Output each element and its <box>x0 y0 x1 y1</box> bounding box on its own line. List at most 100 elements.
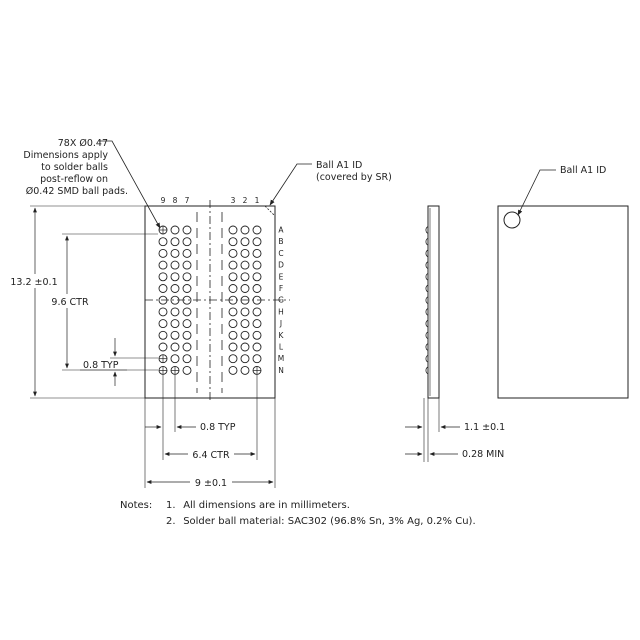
solder-ball <box>252 354 262 364</box>
row-label: L <box>279 343 284 352</box>
solder-ball <box>158 237 168 247</box>
column-label: 9 <box>161 196 166 205</box>
solder-ball <box>228 284 238 293</box>
side-ball <box>425 249 429 258</box>
side-ball <box>425 366 429 375</box>
solder-ball <box>182 284 192 293</box>
solder-ball <box>158 295 168 305</box>
solder-ball <box>240 248 250 258</box>
label-mask <box>188 447 234 461</box>
solder-ball <box>170 237 180 247</box>
side-ball-profile <box>425 226 429 375</box>
solder-ball <box>228 248 238 258</box>
ball-a1-leader-top <box>517 169 556 216</box>
side-ball <box>425 319 429 328</box>
solder-ball <box>228 365 238 375</box>
solder-ball <box>240 225 250 235</box>
solder-ball <box>240 354 250 364</box>
solder-ball <box>170 295 180 305</box>
solder-ball <box>228 237 238 247</box>
solder-ball <box>252 307 262 317</box>
solder-ball <box>158 330 168 340</box>
solder-ball <box>228 330 238 340</box>
solder-ball <box>240 295 250 305</box>
solder-ball <box>252 260 262 270</box>
ball-a1-sublabel: (covered by SR) <box>316 172 392 183</box>
notes-label: Notes: <box>120 500 153 511</box>
ball-spec-callout: 78X Ø0.47 Dimensions apply to solder bal… <box>23 138 161 229</box>
solder-ball <box>240 330 250 340</box>
solder-ball <box>228 295 238 305</box>
row-label: F <box>279 284 283 293</box>
standoff-label: 0.28 MIN <box>462 449 504 460</box>
side-ball <box>425 331 429 340</box>
solder-ball <box>240 237 250 247</box>
solder-ball <box>182 354 192 364</box>
side-view-body <box>427 205 440 399</box>
a1-corner-mark <box>263 205 276 218</box>
solder-ball <box>170 248 180 258</box>
column-label: 7 <box>185 196 190 205</box>
row-label: G <box>278 296 284 305</box>
package-outline-top <box>497 205 629 399</box>
solder-ball <box>182 319 192 329</box>
solder-ball <box>240 272 250 282</box>
solder-ball <box>252 284 262 293</box>
solder-ball <box>240 260 250 270</box>
note-number: 2. <box>166 516 176 527</box>
vertical-dimensions: 13.2 ±0.1 9.6 CTR 0.8 TYP <box>8 205 158 399</box>
center-cols-dimension-label: 6.4 CTR <box>192 450 230 461</box>
row-label: B <box>278 237 283 246</box>
ball-spec-line: post-reflow on <box>40 174 108 185</box>
note-item: 2. Solder ball material: SAC302 (96.8% S… <box>166 514 476 530</box>
solder-ball <box>252 248 262 258</box>
solder-ball <box>228 319 238 329</box>
solder-ball <box>158 307 168 317</box>
solder-ball <box>228 225 238 235</box>
solder-ball <box>170 307 180 317</box>
solder-ball <box>228 260 238 270</box>
side-ball <box>425 272 429 281</box>
column-label: 3 <box>231 196 236 205</box>
solder-ball <box>170 319 180 329</box>
solder-ball <box>182 365 192 375</box>
note-item: 1. All dimensions are in millimeters. <box>166 498 350 514</box>
row-label: A <box>278 226 284 235</box>
side-ball <box>425 261 429 269</box>
note-text: All dimensions are in millimeters. <box>183 500 350 511</box>
solder-ball <box>158 342 168 352</box>
ball-grid <box>158 225 262 375</box>
label-mask <box>190 475 232 489</box>
solder-ball <box>170 354 180 364</box>
solder-ball <box>182 307 192 317</box>
solder-ball <box>252 272 262 282</box>
side-ball <box>425 296 429 305</box>
solder-ball <box>158 319 168 329</box>
horizontal-dimensions: 0.8 TYP 6.4 CTR 9 ±0.1 <box>144 375 276 489</box>
solder-ball <box>182 295 192 305</box>
column-labels-left: 9 8 7 <box>161 196 190 205</box>
height-dimension-label: 13.2 ±0.1 <box>10 277 57 288</box>
solder-ball <box>240 307 250 317</box>
row-label: J <box>279 319 282 328</box>
row-label: K <box>279 331 285 340</box>
row-label: N <box>278 366 284 375</box>
column-label: 1 <box>255 196 260 205</box>
side-view: 1.1 ±0.1 0.28 MIN <box>405 205 505 462</box>
row-label: M <box>278 354 284 363</box>
label-mask <box>44 294 96 308</box>
ball-spec-line: to solder balls <box>41 162 108 173</box>
solder-ball <box>182 237 192 247</box>
solder-ball <box>252 225 262 235</box>
solder-ball <box>158 248 168 258</box>
solder-ball <box>252 237 262 247</box>
row-label: C <box>278 249 283 258</box>
solder-ball <box>240 284 250 293</box>
solder-ball <box>252 330 262 340</box>
solder-ball <box>240 342 250 352</box>
ball-a1-dot <box>503 211 521 229</box>
side-ball <box>425 284 429 293</box>
